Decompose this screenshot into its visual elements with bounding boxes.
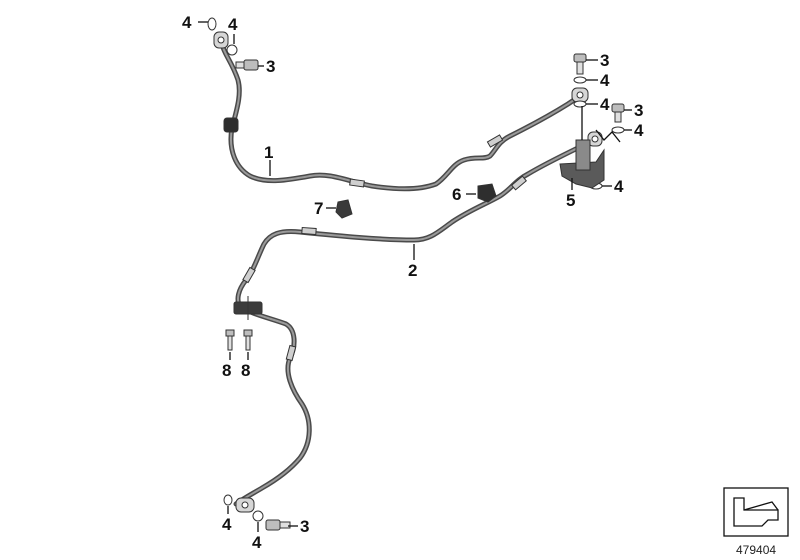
callout-2: 2 <box>408 261 417 280</box>
banjo-bolt-top-left[interactable] <box>235 59 259 71</box>
washer <box>252 510 264 522</box>
hose-clip-part-7[interactable] <box>335 199 353 219</box>
callout-4: 4 <box>600 95 610 114</box>
screw-left[interactable] <box>225 329 235 351</box>
callout-7: 7 <box>314 199 323 218</box>
banjo-bolt-top-right-1[interactable] <box>573 53 587 75</box>
hose-sleeve <box>285 344 297 362</box>
banjo-bolt-bottom[interactable] <box>265 519 291 531</box>
banjo-fitting-right <box>587 131 603 147</box>
junction-block <box>233 296 263 320</box>
hose-sleeve <box>242 266 256 284</box>
callout-6: 6 <box>452 185 461 204</box>
screw-right[interactable] <box>243 329 253 351</box>
callout-3: 3 <box>300 517 309 536</box>
brake-line-1-inner <box>221 43 581 190</box>
washer <box>223 494 233 506</box>
diagram-reference-number: 479404 <box>736 543 776 557</box>
hose-sleeve <box>511 175 527 191</box>
washer <box>207 17 217 31</box>
callout-3: 3 <box>634 101 643 120</box>
orientation-arrow-icon <box>723 487 789 537</box>
washer <box>611 126 625 134</box>
callout-3: 3 <box>266 57 275 76</box>
brake-line-2-inner <box>235 139 595 505</box>
brake-line-2-outer <box>233 137 597 507</box>
washer <box>573 76 587 84</box>
callout-4: 4 <box>182 13 192 32</box>
banjo-fitting-top-right <box>571 87 589 103</box>
callout-4: 4 <box>228 15 238 34</box>
hose-sleeve <box>349 178 365 188</box>
brake-line-1-outer <box>219 41 583 192</box>
hose-sleeve <box>486 134 504 148</box>
washer <box>226 44 238 56</box>
brake-line-part-1[interactable] <box>213 31 589 192</box>
callout-4: 4 <box>252 533 262 552</box>
sealing-washers[interactable] <box>207 17 625 522</box>
callout-4: 4 <box>600 71 610 90</box>
callout-8: 8 <box>241 361 250 380</box>
callout-3: 3 <box>600 51 609 70</box>
callout-5: 5 <box>566 191 575 210</box>
banjo-bolt-top-right-2[interactable] <box>611 103 625 123</box>
callout-4: 4 <box>614 177 624 196</box>
banjo-fitting-bottom <box>235 497 255 513</box>
leader-lines <box>198 21 632 532</box>
hose-sleeve <box>301 226 317 236</box>
washer <box>573 100 587 108</box>
callout-4: 4 <box>634 121 644 140</box>
hose-clamp <box>223 117 239 133</box>
hose-clip-part-6[interactable] <box>477 183 497 203</box>
banjo-fitting-top-left <box>213 31 229 49</box>
callout-1: 1 <box>264 143 273 162</box>
mounting-bracket[interactable] <box>559 129 621 189</box>
callout-labels: 4 4 3 1 3 4 4 3 4 4 5 6 7 2 8 8 4 4 3 <box>182 13 644 552</box>
callout-8: 8 <box>222 361 231 380</box>
callout-4: 4 <box>222 515 232 534</box>
